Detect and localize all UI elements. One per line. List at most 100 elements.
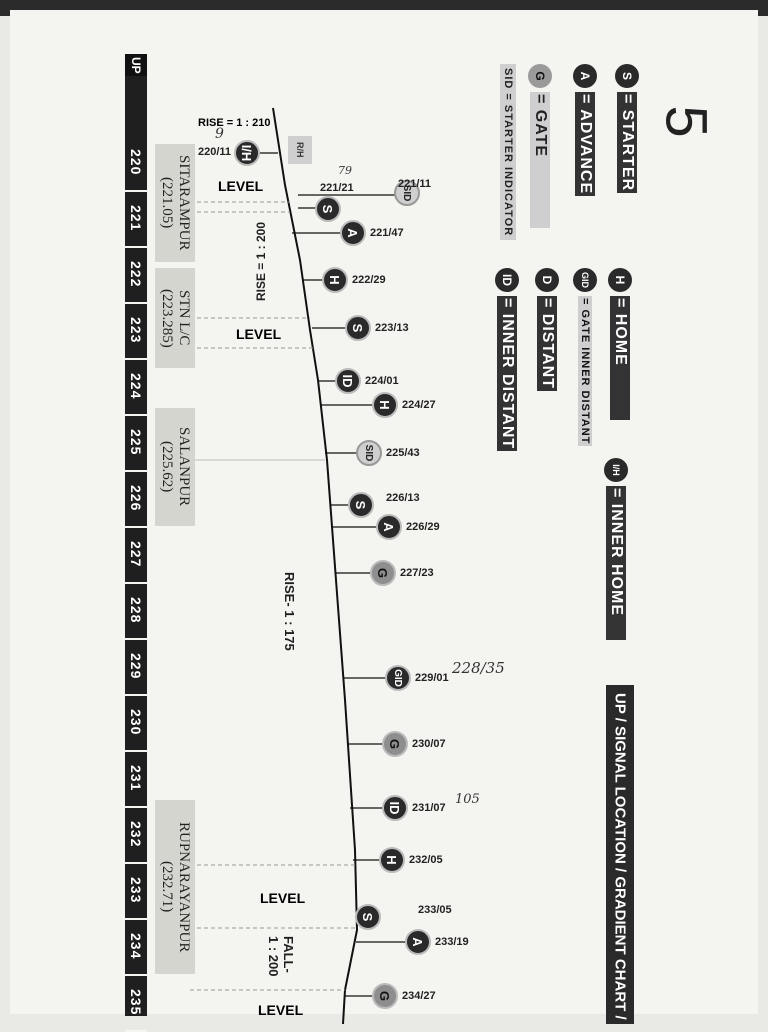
signal-label: 221/47 [370, 227, 404, 239]
signal-starter: S [315, 196, 341, 222]
handwritten-note: 79 [338, 164, 352, 177]
station-sitarampur: SITARAMPUR (221.05) [155, 144, 195, 262]
gradient-line [272, 107, 359, 1024]
station-stn-lc: STN L/C (223.285) [155, 268, 195, 368]
station-km: (225.62) [159, 441, 175, 493]
signal-gate: G 230/07 [382, 731, 446, 757]
km-post: 233 [125, 862, 147, 920]
signal-label: 234/27 [402, 990, 436, 1002]
km-post: 234 [125, 918, 147, 976]
km-post: 222 [125, 246, 147, 304]
signal-gate: G 234/27 [372, 983, 436, 1009]
signal-label: 233/19 [435, 936, 469, 948]
legend-starter: S = STARTER [608, 64, 646, 194]
signal-home-icon: H [379, 847, 405, 873]
station-km: (221.05) [159, 177, 175, 229]
km-post: 231 [125, 750, 147, 808]
signal-label: 233/05 [418, 904, 452, 916]
legend-inner-home-icon: I/H [604, 458, 628, 482]
signal-gate-icon: G [372, 983, 398, 1009]
station-km: (232.71) [159, 861, 175, 913]
signal-gate-icon: G [370, 560, 396, 586]
signal-advance-icon: A [340, 220, 366, 246]
signal-home: H 222/29 [322, 267, 386, 293]
signal-starter-icon: S [355, 904, 381, 930]
gradient-rise-175: RISE- 1 : 175 [282, 572, 297, 651]
handwritten-note: 9 [215, 126, 224, 142]
signal-gate-inner-distant: GID 229/01 [385, 665, 449, 691]
signal-advance: A 226/29 [376, 514, 440, 540]
legend-distant-icon: D [535, 268, 559, 292]
legend-text: = HOME [610, 296, 630, 420]
rh-box: R/H [288, 136, 312, 164]
km-post: 220 [125, 134, 147, 192]
signal-starter-indicator: SID 225/43 [356, 440, 420, 466]
gradient-fall-200: FALL- 1 : 200 [266, 936, 296, 977]
signal-inner-distant-icon: ID [335, 368, 361, 394]
signal-inner-distant-icon: ID [382, 795, 408, 821]
station-salanpur: SALANPUR (225.62) [155, 408, 195, 526]
gradient-level-2: LEVEL [236, 326, 282, 342]
km-post: 235 [125, 974, 147, 1032]
signal-starter-indicator-icon: SID [356, 440, 382, 466]
signal-home-icon: H [372, 392, 398, 418]
signal-starter: S [348, 492, 374, 518]
station-km: (223.285) [159, 288, 175, 348]
km-post: 226 [125, 470, 147, 528]
gradient-level-1: LEVEL [218, 178, 264, 194]
signal-home: H 224/27 [372, 392, 436, 418]
legend-text: = INNER DISTANT [497, 296, 517, 452]
km-strip: UP 220 221 222 223 224 225 226 227 228 2… [125, 54, 147, 1032]
station-name: SITARAMPUR [176, 155, 192, 251]
signal-label: 227/23 [400, 567, 434, 579]
signal-label: 220/11 [198, 146, 232, 158]
legend-gate-icon: G [528, 64, 552, 88]
station-name: SALANPUR [176, 427, 192, 507]
signal-label: 230/07 [412, 738, 446, 750]
signal-label: 223/13 [375, 322, 409, 334]
handwritten-note: 228/35 [452, 659, 505, 677]
handwritten-note: 105 [455, 792, 480, 807]
signal-label: 232/05 [409, 854, 443, 866]
signal-label: 231/07 [412, 802, 446, 814]
legend-gid-icon: GID [573, 268, 597, 292]
gradient-level-3: LEVEL [260, 890, 306, 906]
km-post: 224 [125, 358, 147, 416]
km-post: 230 [125, 694, 147, 752]
legend-text: = DISTANT [537, 296, 557, 391]
km-post: 225 [125, 414, 147, 472]
signal-starter-icon: S [348, 492, 374, 518]
signal-advance-icon: A [405, 929, 431, 955]
station-name: STN L/C [176, 290, 192, 346]
legend-advance: A = ADVANCE [566, 64, 604, 197]
legend-advance-icon: A [573, 64, 597, 88]
signal-label: 226/29 [406, 521, 440, 533]
gradient-rise-200: RISE = 1 : 200 [254, 222, 268, 302]
legend-home: H = HOME [608, 268, 632, 420]
signal-home: H 232/05 [379, 847, 443, 873]
signal-label: 229/01 [415, 672, 449, 684]
signal-label: 224/01 [365, 375, 399, 387]
km-post: 228 [125, 582, 147, 640]
km-post: 221 [125, 190, 147, 248]
signal-label: 224/27 [402, 399, 436, 411]
signal-gate-icon: G [382, 731, 408, 757]
signal-advance: A 233/19 [405, 929, 469, 955]
signal-gate-inner-distant-icon: GID [385, 665, 411, 691]
page-number: 5 [653, 105, 719, 138]
legend-gate-inner-distant: GID = GATE INNER DISTANT [566, 268, 604, 447]
legend-text: = ADVANCE [575, 92, 595, 197]
legend-starter-icon: S [615, 64, 639, 88]
signal-label: 221/11 [398, 178, 432, 190]
signal-home-icon: H [322, 267, 348, 293]
km-post: 229 [125, 638, 147, 696]
km-post: 227 [125, 526, 147, 584]
legend-inner-distant: ID = INNER DISTANT [488, 268, 526, 452]
legend-gate: G = GATE [528, 64, 552, 228]
legend-inner-home: I/H = INNER HOME [604, 458, 628, 640]
signal-advance: A 221/47 [340, 220, 404, 246]
signal-starter-icon: S [315, 196, 341, 222]
signal-label: 222/29 [352, 274, 386, 286]
legend-text: = GATE INNER DISTANT [578, 296, 592, 447]
legend-distant: D = DISTANT [528, 268, 566, 391]
